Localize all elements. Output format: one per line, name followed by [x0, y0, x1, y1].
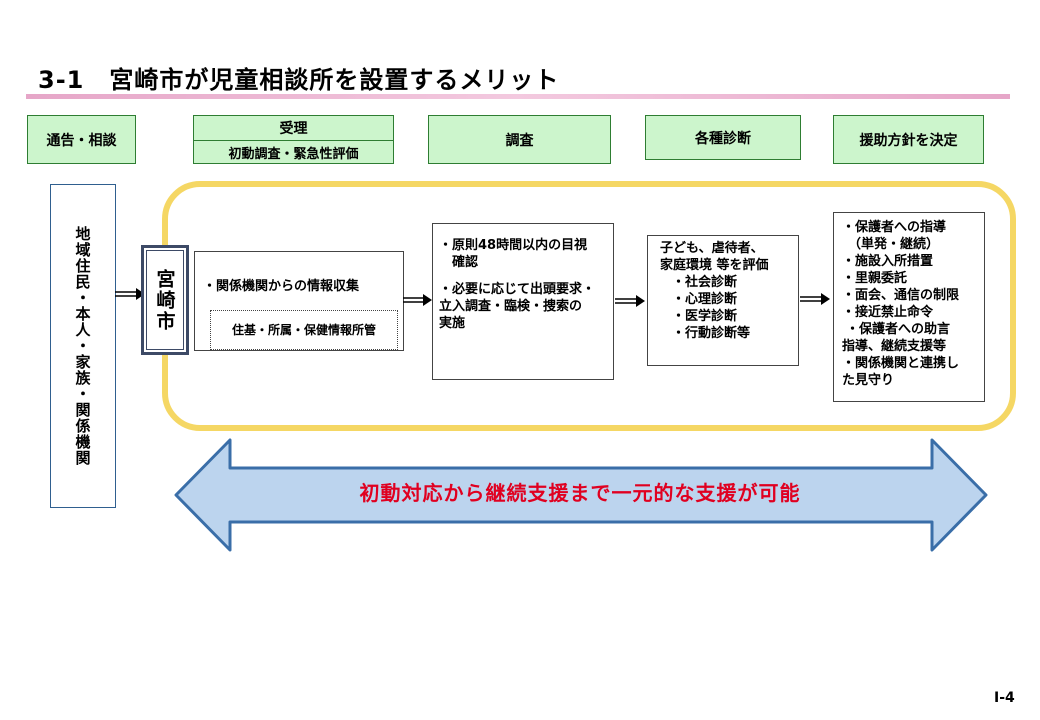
stage-investigation: 調査: [428, 115, 611, 164]
support-plan-line: （単発・継続）: [848, 237, 940, 252]
support-plan-line: ・関係機関と連携し: [842, 356, 960, 371]
support-plan-line: ・施設入所措置: [842, 254, 934, 269]
support-plan-line: ・保護者への指導: [842, 220, 947, 235]
stage-diagnosis: 各種診断: [645, 115, 801, 160]
reporters-label: 地域住民・本人・家族・関係機関: [73, 226, 92, 466]
info-collection-text: ・関係機関からの情報収集: [203, 279, 360, 294]
city-label: 宮崎市: [153, 268, 176, 332]
stage-intake: 受理 初動調査・緊急性評価: [193, 115, 394, 164]
investigation-line: 実施: [439, 316, 466, 331]
diagnosis-box: 子ども、虐待者、 家庭環境 等を評価 ・社会診断 ・心理診断 ・医学診断 ・行動…: [647, 235, 799, 366]
integrated-support-label: 初動対応から継続支援まで一元的な支援が可能: [359, 481, 801, 505]
support-plan-box: ・保護者への指導 （単発・継続） ・施設入所措置 ・里親委託 ・面会、通信の制限…: [833, 212, 985, 402]
stage-intake-title: 受理: [194, 116, 393, 141]
investigation-box: ・原則48時間以内の目視 確認 ・必要に応じて出頭要求・ 立入調査・臨検・捜索の…: [432, 223, 614, 380]
support-plan-line: 指導、継続支援等: [842, 339, 947, 354]
stage-notification: 通告・相談: [27, 115, 136, 164]
page-title: 3-1 宮崎市が児童相談所を設置するメリット: [38, 66, 560, 94]
stage-decision: 援助方針を決定: [833, 115, 984, 164]
double-arrow-icon: [615, 295, 645, 307]
investigation-line: ・原則48時間以内の目視: [439, 238, 588, 253]
diagnosis-line: 子ども、虐待者、: [660, 241, 764, 256]
title-underline: [26, 94, 1010, 99]
info-sources-box: 住基・所属・保健情報所管: [210, 310, 398, 350]
diagnosis-item: ・社会診断: [672, 275, 738, 290]
support-plan-line: ・保護者への助言: [846, 322, 951, 337]
support-plan-line: ・面会、通信の制限: [842, 288, 960, 303]
investigation-line: ・必要に応じて出頭要求・: [439, 282, 596, 297]
support-plan-line: た見守り: [842, 373, 895, 388]
miyazaki-city-box: 宮崎市: [141, 245, 189, 355]
investigation-line: 立入調査・臨検・捜索の: [439, 299, 583, 314]
stage-intake-subtitle: 初動調査・緊急性評価: [228, 147, 359, 162]
diagnosis-line: 家庭環境 等を評価: [660, 258, 769, 273]
support-plan-line: ・接近禁止命令: [842, 305, 934, 320]
investigation-line: 確認: [439, 255, 479, 270]
support-plan-line: ・里親委託: [842, 271, 908, 286]
info-collection-box: ・関係機関からの情報収集 住基・所属・保健情報所管: [194, 251, 404, 351]
diagnosis-item: ・心理診断: [672, 292, 738, 307]
diagnosis-item: ・医学診断: [672, 309, 738, 324]
double-arrow-icon: [403, 294, 432, 306]
diagnosis-item: ・行動診断等: [672, 326, 751, 341]
double-headed-arrow-icon: [174, 438, 988, 552]
double-arrow-icon: [115, 288, 145, 300]
reporters-box: 地域住民・本人・家族・関係機関: [50, 184, 116, 508]
double-arrow-icon: [800, 293, 830, 305]
page-number: Ⅰ-4: [994, 690, 1015, 706]
